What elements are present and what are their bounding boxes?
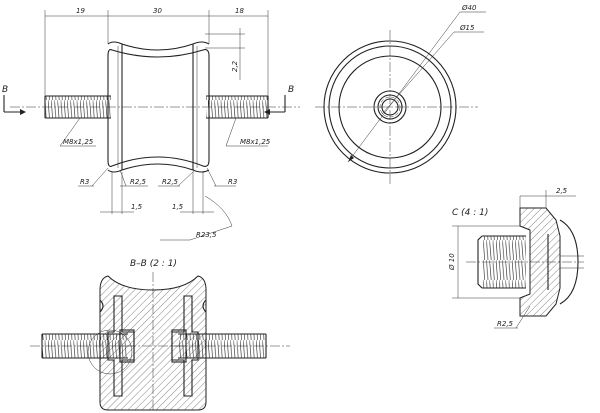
dim-1-5-right: 1,5 (172, 203, 184, 211)
detail-thread (477, 235, 526, 289)
section-bb-title: B–B (2 : 1) (130, 259, 177, 269)
outer-chamfer-circle (328, 45, 452, 169)
radius-callouts: R3 R2,5 R2,5 R3 (78, 167, 237, 187)
detail-washer (519, 207, 584, 317)
radius-r3-right: R3 (228, 178, 237, 186)
washer-circle (373, 90, 407, 124)
left-threaded-stud (44, 95, 111, 119)
radius-r2-5-detail: R2,5 (497, 320, 514, 328)
thread-label-left: M8x1,25 (63, 138, 94, 146)
detail-diameter-dimension: Ø 10 (448, 225, 520, 299)
section-label-right: B (288, 85, 294, 95)
dim-2-2: 2,2 (231, 60, 239, 72)
radius-r23-5: R23,5 (196, 231, 217, 239)
thread-label-right: M8x1,25 (240, 138, 271, 146)
dia-40: Ø40 (461, 4, 477, 12)
top-dimensions: 19 30 18 (44, 7, 269, 96)
thread-major-circle (379, 96, 401, 118)
diameter-callouts: Ø40 Ø15 (347, 4, 486, 163)
radius-r25-left: R2,5 (130, 178, 147, 186)
dia-15: Ø15 (459, 24, 475, 32)
radius-r25-right: R2,5 (162, 178, 179, 186)
profile-radius-callout: R23,5 (160, 195, 233, 241)
section-label-left: B (2, 85, 8, 95)
detail-c-marker (87, 329, 133, 375)
section-right-stud (178, 333, 267, 359)
detail-c: C (4 : 1) 2,5 Ø 10 (448, 187, 584, 329)
groove-depth-dimension: 2,2 (205, 28, 245, 80)
radius-r3-left: R3 (80, 178, 89, 186)
outer-circle (323, 40, 457, 174)
right-threaded-stud (206, 95, 269, 119)
detail-radius-callout: R2,5 (494, 305, 531, 329)
step-dimensions: 1,5 1,5 (100, 172, 214, 214)
bolt-heads (119, 329, 187, 363)
groove-circle (338, 55, 442, 159)
dim-18: 18 (235, 7, 244, 15)
thread-bore-circle (381, 98, 399, 116)
detail-c-title: C (4 : 1) (452, 208, 488, 218)
detail-width-dimension: 2,5 (519, 187, 576, 208)
section-marker-right: B (264, 85, 294, 115)
section-bb: B–B (2 : 1) (30, 259, 290, 411)
section-left-stud (41, 333, 128, 359)
front-view: 19 30 18 2,2 B B M8x1,25 (2, 7, 300, 241)
dim-30: 30 (153, 7, 162, 15)
thread-callouts: M8x1,25 M8x1,25 (59, 117, 271, 147)
rubber-body (107, 41, 210, 173)
section-marker-left: B (2, 85, 26, 115)
side-view: Ø40 Ø15 (315, 4, 486, 185)
dim-19: 19 (76, 7, 85, 15)
washer-inner-circle (377, 94, 403, 120)
dim-1-5-left: 1,5 (131, 203, 143, 211)
dia-10: Ø 10 (448, 253, 456, 271)
dim-2-5: 2,5 (556, 187, 568, 195)
